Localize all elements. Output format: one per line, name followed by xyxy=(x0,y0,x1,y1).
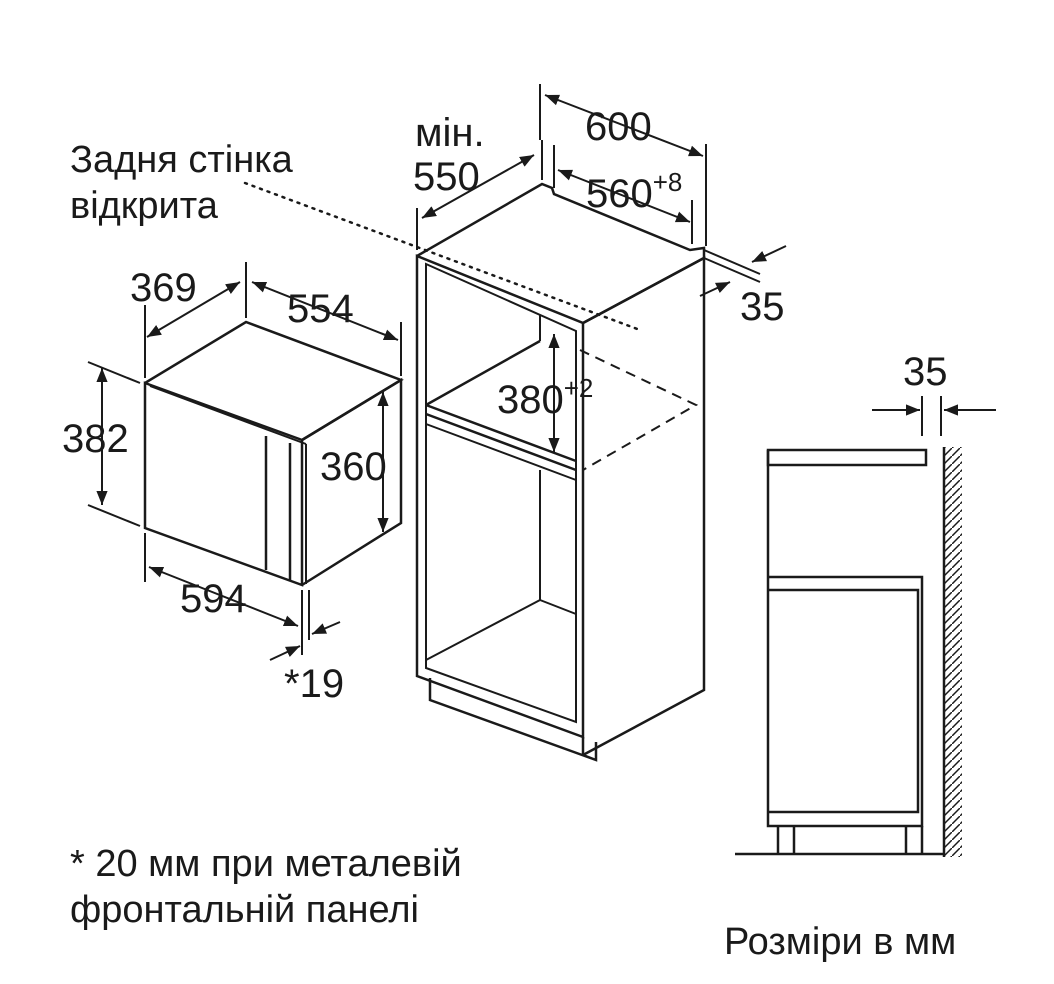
dimension-19 xyxy=(269,590,341,661)
side-view xyxy=(735,447,962,857)
depth-label: 369 xyxy=(130,266,197,310)
units-note: Розміри в мм xyxy=(724,921,956,963)
side-cabinet-legs xyxy=(776,826,924,854)
niche-width-label: 560+8 xyxy=(586,167,682,216)
microwave-top xyxy=(144,320,404,442)
dimension-35-rear xyxy=(699,245,787,297)
cabinet-lower-compartment xyxy=(425,423,577,661)
rear-wall-note-line1: Задня стінка xyxy=(70,139,294,181)
cabinet-front-outer xyxy=(415,254,585,739)
cabinet-right-side xyxy=(582,255,706,757)
tall-cabinet xyxy=(415,182,706,762)
width-front-label: 594 xyxy=(180,577,247,621)
cabinet-plinth xyxy=(428,678,598,762)
cabinet-inner-frame xyxy=(425,262,577,724)
width-top-label: 554 xyxy=(287,287,354,331)
front-panel-label: *19 xyxy=(284,662,344,706)
height-inner-label: 360 xyxy=(320,445,387,489)
min-depth-label: 550 xyxy=(413,155,480,199)
dimension-550 xyxy=(416,140,543,250)
footnote-line1: * 20 мм при металевій xyxy=(70,843,462,885)
wall-hatch xyxy=(944,447,962,857)
width-label: 600 xyxy=(585,105,652,149)
side-cabinet-body xyxy=(766,450,924,828)
side-top-panel xyxy=(766,448,928,467)
dimension-35-side xyxy=(872,396,996,436)
dimension-600 xyxy=(539,84,707,246)
height-outer-label: 382 xyxy=(62,417,129,461)
microwave-control-panel xyxy=(264,436,292,580)
dimension-382 xyxy=(87,361,141,527)
rear-wall-leader xyxy=(243,181,642,332)
microwave-door-line xyxy=(149,385,307,445)
rear-wall-note-line2: відкрита xyxy=(70,185,219,227)
microwave-side xyxy=(301,377,403,587)
min-label: мін. xyxy=(415,111,485,155)
dimension-554 xyxy=(251,281,402,376)
rear-gap-label: 35 xyxy=(740,285,785,329)
dimension-369 xyxy=(144,262,247,378)
cabinet-top xyxy=(416,182,706,325)
dimension-594 xyxy=(144,533,303,655)
microwave-appliance xyxy=(143,320,404,587)
dimension-560 xyxy=(553,145,693,244)
niche-dashed-outline xyxy=(579,349,699,471)
niche-height-label: 380+2 xyxy=(497,373,593,422)
footnote-line2: фронтальній панелі xyxy=(70,889,419,931)
wall-gap-label: 35 xyxy=(903,350,948,394)
